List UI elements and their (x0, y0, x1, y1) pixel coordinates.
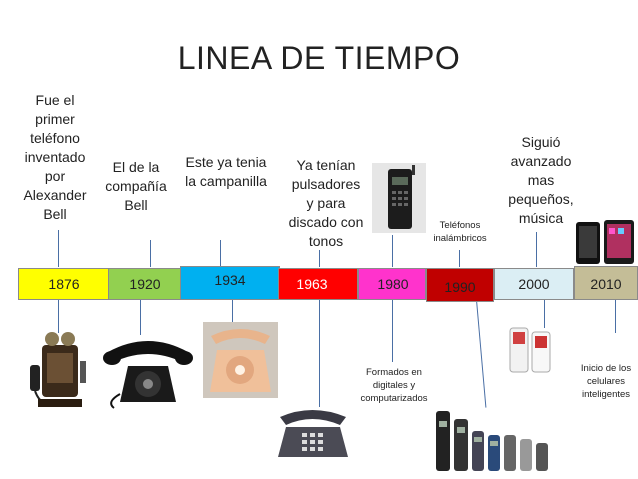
connector-1990-bottom (476, 299, 487, 408)
connector-1876-bottom (58, 300, 59, 333)
caption-1876: Fue el primer teléfono inventado por Ale… (23, 92, 87, 222)
segment-1980: 1980 (358, 268, 426, 300)
caption-1934: Este ya tenia la campanilla (185, 154, 267, 189)
segment-1920: 1920 (108, 268, 182, 300)
phone-2010-image (574, 218, 638, 266)
segment-2010: 2010 (574, 266, 638, 300)
connector-1963-top (319, 250, 320, 267)
connector-1920-bottom (140, 300, 141, 335)
connector-1876-top (58, 230, 59, 267)
connector-1963-bottom (319, 282, 320, 407)
segment-1876: 1876 (18, 268, 110, 300)
phone-1920-image (102, 332, 194, 412)
connector-1920-top (150, 240, 151, 267)
phone-1980-image (372, 163, 426, 233)
phone-1876-image (22, 325, 102, 415)
caption-2010: Inicio de los celulares inteligentes (580, 363, 632, 400)
phone-1990-image (432, 405, 552, 473)
connector-1980-top (392, 235, 393, 267)
page-title: LINEA DE TIEMPO (177, 40, 461, 76)
segment-1963: 1963 (278, 268, 358, 300)
connector-1934-top (220, 240, 221, 267)
caption-1963: Ya tenían pulsadores y para discado con … (288, 157, 364, 249)
phone-1963-image (274, 405, 352, 465)
caption-2000: Siguió avanzado mas pequeños, música (508, 134, 574, 226)
connector-1934-bottom (232, 300, 233, 322)
phone-1934-image (203, 322, 278, 398)
caption-1980: Formados en digitales y computarizados (360, 367, 428, 404)
connector-2010-bottom (615, 300, 616, 333)
segment-1990: 1990 (426, 268, 494, 302)
connector-1980-bottom (392, 300, 393, 362)
connector-1990-top (459, 250, 460, 267)
segment-1934: 1934 (180, 266, 280, 300)
caption-1920: El de la compañía Bell (105, 159, 167, 213)
caption-1990: Teléfonos inalámbricos (433, 220, 487, 244)
segment-2000: 2000 (494, 268, 574, 300)
phone-2000-image (508, 326, 554, 376)
connector-2000-top (536, 232, 537, 267)
connector-2000-bottom (544, 300, 545, 328)
